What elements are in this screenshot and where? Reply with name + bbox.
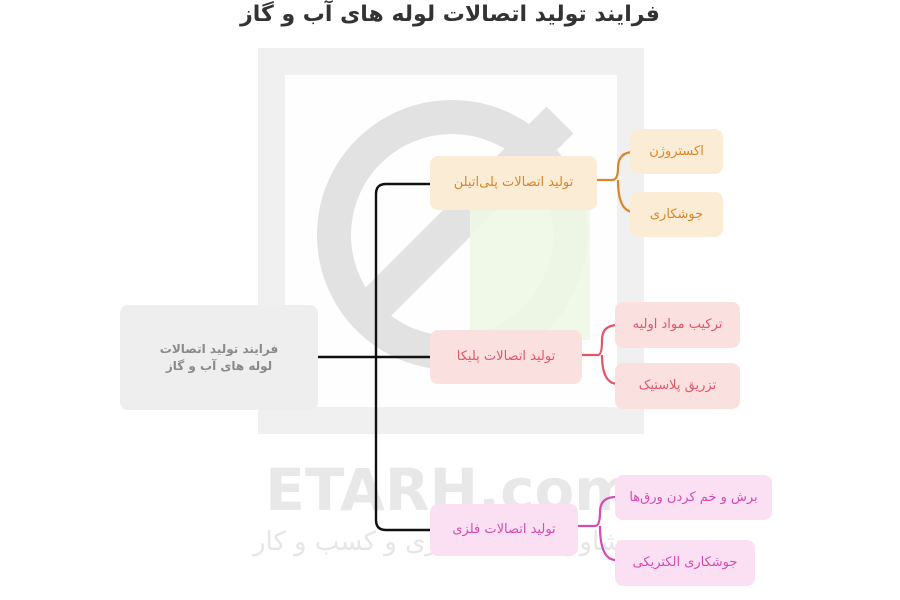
branch-node-pvc: تولید اتصالات پلیکا [430, 330, 582, 384]
branch-pink-connector [578, 495, 617, 562]
branch-orange-connector [595, 150, 635, 214]
leaf-node-plastic-injection: تزریق پلاستیک [615, 363, 740, 409]
leaf-node-material-mixing: ترکیب مواد اولیه [615, 302, 740, 348]
leaf-node-sheet-cutting: برش و خم کردن ورق‌ها [615, 475, 772, 520]
leaf-node-extrusion: اکستروژن [630, 129, 723, 174]
page-title: فرایند تولید اتصالات لوله های آب و گاز [240, 2, 660, 27]
branch-red-connector [582, 323, 619, 386]
branch-node-metal: تولید اتصالات فلزی [430, 504, 578, 556]
leaf-node-electric-welding: جوشکاری الکتریکی [615, 540, 755, 586]
branch-node-polyethylene: تولید اتصالات پلی‌اتیلن [430, 156, 597, 210]
root-node: فرایند تولید اتصالات لوله های آب و گاز [120, 305, 318, 410]
leaf-node-welding: جوشکاری [630, 192, 723, 237]
